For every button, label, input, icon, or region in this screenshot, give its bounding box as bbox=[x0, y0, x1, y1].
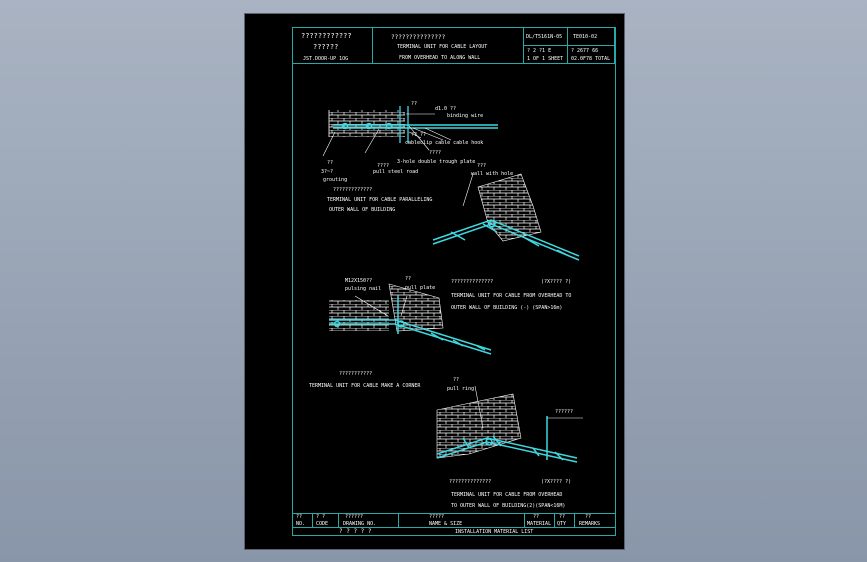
ml-h-en-3: NAME & SIZE bbox=[429, 521, 463, 527]
d1-label-k: ???? bbox=[377, 163, 390, 169]
d5-caption-1: TERMINAL UNIT FOR CABLE FROM OVERHEAD bbox=[451, 492, 563, 498]
detail-5-pipe bbox=[436, 416, 578, 463]
d4-caption-cn: ??????????? bbox=[339, 371, 373, 377]
detail-2-pipe bbox=[432, 219, 580, 261]
material-list-table: ?? ? ? ?????? ????? ?? ?? ?? NO. CODE DR… bbox=[293, 513, 615, 536]
ml-col-name bbox=[399, 514, 525, 528]
d5-caption-num: (?X???? ?) bbox=[541, 479, 572, 485]
ml-footer-cn: ? ? ? ? ? bbox=[339, 528, 372, 535]
title-q1: ???????????? bbox=[301, 32, 352, 40]
d5-label-a: ?? bbox=[453, 377, 460, 383]
title-line2: FROM OVERHEAD TO ALONG WALL bbox=[399, 55, 481, 61]
d3-label-c: ?? bbox=[405, 276, 412, 282]
detail-2-leader bbox=[462, 173, 474, 207]
ml-col-drawing bbox=[339, 514, 399, 528]
ml-h-cn-6: ?? bbox=[585, 514, 592, 520]
detail-5-leaders bbox=[474, 385, 583, 429]
ml-h-cn-0: ?? bbox=[296, 514, 303, 520]
ml-h-cn-3: ????? bbox=[429, 514, 445, 520]
d1-label-e: cableclip cable cable hook bbox=[405, 140, 484, 146]
d1-label-f: ???? bbox=[429, 150, 442, 156]
ml-col-remarks bbox=[575, 514, 615, 528]
d1-caption-1: TERMINAL UNIT FOR CABLE PARALLELING bbox=[327, 197, 433, 203]
title-cell-r2c bbox=[568, 46, 615, 64]
drawing-frame: ???????????? ?????? JST.DOOR-UP 1OG ????… bbox=[292, 27, 616, 536]
d3-caption-num: (?X???? ?) bbox=[541, 279, 572, 285]
d5-caption-cn: ?????????????? bbox=[449, 479, 492, 485]
d1-label-g: 3-hole double trough plate bbox=[397, 159, 476, 165]
d3-caption-2: OUTER WALL OF BUILDING (-) (SPAN>16m) bbox=[451, 305, 563, 311]
d1-caption-2: OUTER WALL OF BUILDING bbox=[329, 207, 396, 213]
d3-label-d: pull plate bbox=[405, 285, 436, 291]
detail-1-pipe bbox=[333, 106, 498, 143]
ml-h-cn-4: ?? bbox=[533, 514, 540, 520]
d3-caption-1: TERMINAL UNIT FOR CABLE FROM OVERHEAD TO bbox=[451, 293, 572, 299]
title-cell-std bbox=[524, 28, 568, 46]
title-code-left: JST.DOOR-UP 1OG bbox=[303, 56, 349, 62]
d1-label-d: ?? ?? bbox=[411, 132, 427, 138]
d5-label-c: ?????? bbox=[555, 409, 574, 415]
title-sheet-code: TE010-02 bbox=[573, 34, 598, 40]
title-r2b: 1 OF 1 SHEET bbox=[527, 56, 564, 62]
d1-label-b: d1.0 ?? bbox=[435, 106, 457, 112]
ml-h-cn-5: ?? bbox=[559, 514, 566, 520]
drawing-sheet: ???????????? ?????? JST.DOOR-UP 1OG ????… bbox=[244, 13, 625, 550]
ml-h-en-4: MATERIAL bbox=[527, 521, 552, 527]
title-cell-code bbox=[568, 28, 615, 46]
drawing-canvas bbox=[322, 106, 583, 463]
d3-label-a: M12X150?? bbox=[345, 278, 373, 284]
title-r2d: 02.0F78 TOTAL bbox=[571, 56, 611, 62]
title-r2c: ? 2677 66 bbox=[571, 48, 599, 54]
detail-3-leaders bbox=[354, 295, 408, 317]
ml-footer-en: INSTALLATION MATERIAL LIST bbox=[455, 529, 534, 535]
ml-h-cn-1: ? ? bbox=[316, 514, 326, 520]
detail-5-wall bbox=[436, 393, 522, 459]
d1-label-c: binding wire bbox=[447, 113, 484, 119]
d3-label-b: pulsing nail bbox=[345, 286, 382, 292]
d3-caption-cn: ?????????????? bbox=[451, 279, 494, 285]
ml-h-en-0: NO. bbox=[296, 521, 306, 527]
title-r2a: ? 2 ?1 E bbox=[527, 48, 552, 54]
ml-col-material bbox=[525, 514, 555, 528]
title-q3: ??????????????? bbox=[391, 34, 446, 41]
title-cell-center bbox=[373, 28, 524, 64]
ml-h-en-2: DRAWING NO. bbox=[343, 521, 377, 527]
ml-col-no bbox=[293, 514, 313, 528]
ml-h-en-5: QTY bbox=[557, 521, 567, 527]
ml-h-en-6: REMARKS bbox=[579, 521, 601, 527]
d2-label-a: ??? bbox=[477, 163, 487, 169]
d1-label-l: pull steel road bbox=[373, 169, 419, 175]
d5-label-b: pull ring bbox=[447, 386, 475, 392]
detail-2-wall bbox=[477, 173, 542, 242]
ml-col-code bbox=[313, 514, 339, 528]
title-line1: TERMINAL UNIT FOR CABLE LAYOUT bbox=[397, 44, 488, 50]
d2-label-b: wall with hole bbox=[471, 171, 514, 177]
d1-label-h: ?? bbox=[327, 160, 334, 166]
d5-caption-2: TO OUTER WALL OF BUILDING(2)(SPAN<16M) bbox=[451, 503, 566, 509]
title-std: DL/T5161N-05 bbox=[526, 34, 563, 40]
d1-label-a: ?? bbox=[411, 101, 418, 107]
title-cell-r2a bbox=[524, 46, 568, 64]
d4-caption: TERMINAL UNIT FOR CABLE MAKE A CORNER bbox=[309, 383, 421, 389]
ml-h-en-1: CODE bbox=[316, 521, 329, 527]
d1-label-j: grouting bbox=[323, 177, 348, 183]
title-cell-left bbox=[293, 28, 373, 64]
detail-3-pipe bbox=[329, 296, 492, 355]
ml-h-cn-2: ?????? bbox=[345, 514, 364, 520]
ml-col-qty bbox=[555, 514, 575, 528]
title-q2: ?????? bbox=[313, 43, 339, 51]
detail-1-leaders bbox=[322, 113, 452, 157]
d1-caption-cn: ????????????? bbox=[333, 187, 373, 193]
d1-label-i: 3?~? bbox=[321, 169, 334, 175]
